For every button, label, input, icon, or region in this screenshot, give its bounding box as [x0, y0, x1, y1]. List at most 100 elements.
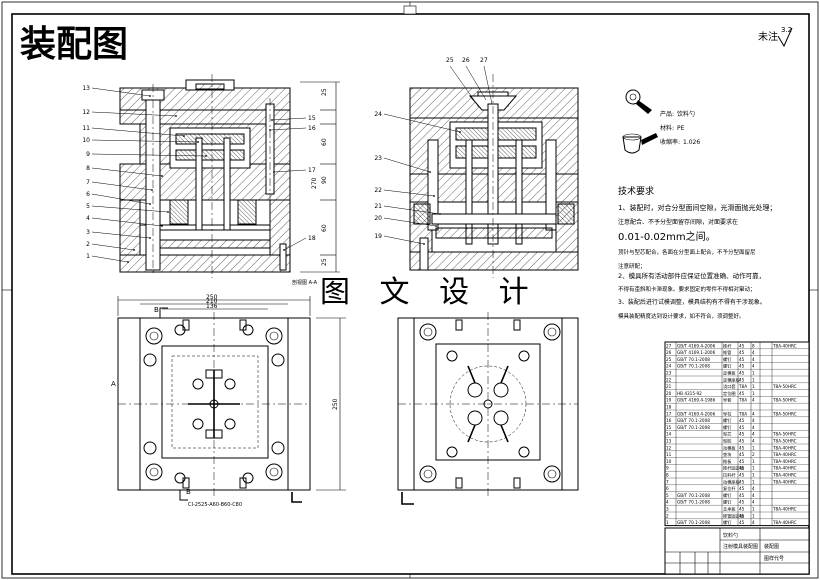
section-marker-a-left: A [111, 380, 116, 388]
bom-cell: 1 [752, 377, 755, 382]
bom-cell: 16 [666, 418, 672, 423]
roughness-note: 未注 3.2 [758, 26, 793, 48]
dim-width-1: 210 [206, 298, 218, 305]
bom-cell: 18 [666, 405, 672, 410]
bom-cell: 45 [739, 486, 745, 491]
tech-req-line-1: 注意配合、不予分型面留存间隙，对面要求在 [618, 218, 738, 226]
callout-left-3-label: 3 [86, 229, 90, 236]
callout-lr-16: 16 [269, 125, 316, 132]
bom-cell: 螺钉 [723, 492, 732, 499]
title-block: 饮料勺 注射模具装配图 装配图 图样代号 [664, 527, 810, 575]
callout-rl-22: 22 [374, 187, 435, 197]
callout-left-3: 3 [86, 229, 151, 239]
bom-cell: 45 [739, 418, 745, 423]
callout-rt-26-label: 26 [462, 57, 470, 64]
bom-cell: 1 [666, 520, 669, 525]
bottom-right-plan-view [397, 312, 579, 505]
bom-cell: 4 [666, 500, 669, 505]
bom-cell: 45 [739, 500, 745, 505]
bom-cell: T8A [738, 384, 747, 389]
watermark-text: 图 文 设 计 [320, 275, 539, 310]
bom-cell: 45 [739, 425, 745, 430]
callout-left-12-label: 12 [82, 109, 90, 116]
bom-cell: 4 [752, 439, 755, 444]
dim-seg-6: 25 [321, 258, 328, 266]
product-label-1: 材料: [660, 124, 674, 132]
callout-rl-19: 19 [374, 233, 425, 245]
bom-cell: T8A-40HRC [772, 466, 797, 471]
bom-cell: 4 [752, 398, 755, 403]
bom-cell: 4 [752, 357, 755, 362]
bom-cell: GB/T 70.1-2008 [677, 520, 710, 525]
bom-cell: 4 [752, 520, 755, 525]
tech-req-line-4: 注意研配； [618, 262, 646, 270]
bom-row: 1 GB/T 70.1-2008 螺钉 45 4 T8A-40HRC [665, 518, 809, 526]
callout-left-12: 12 [82, 109, 177, 117]
dim-seg-1: 25 [321, 88, 328, 96]
product-value-0: 饮料勺 [677, 110, 695, 118]
bom-cell: 推管固定板 [723, 512, 745, 519]
bom-cell: 14 [666, 432, 672, 437]
bom-cell: 定模板 [723, 370, 736, 377]
callout-left-6-label: 6 [86, 191, 90, 198]
bom-cell: 动模座板 [723, 478, 741, 485]
bom-cell: 25 [666, 357, 672, 362]
bom-cell: T8A-40HRC [772, 520, 797, 525]
callout-rt-25: 25 [446, 57, 475, 101]
bom-cell: 4 [752, 350, 755, 355]
bom-cell: 4 [752, 432, 755, 437]
bom-cell: 螺钉 [723, 417, 732, 424]
bom-cell: 型芯 [723, 431, 731, 437]
bom-cell: 11 [666, 452, 672, 457]
callout-rt-25-label: 25 [446, 57, 454, 64]
product-info: 产品: 饮料勺 材料: PE 收缩率: 1.026 [660, 110, 700, 146]
bom-cell: 45 [739, 473, 745, 478]
bom-cell: 8 [752, 343, 755, 348]
bom-cell: 22 [666, 377, 672, 382]
spring-left-icon [169, 199, 189, 225]
bom-cell: 45 [739, 479, 745, 484]
cavity-layout-right-icon [467, 365, 509, 443]
callout-rt-27-label: 27 [480, 57, 488, 64]
callout-left-11: 11 [82, 125, 185, 137]
tech-req-line-3: 顶针与型芯配合，各面在分型面上配合，不予分型面留尼 [618, 248, 756, 256]
bom-cell: GB/T 70.1-2008 [677, 364, 710, 369]
bom-cell: 7 [666, 479, 669, 484]
bom-cell: 45 [739, 493, 745, 498]
bom-cell: 1 [752, 466, 755, 471]
bom-cell: 6 [666, 486, 669, 491]
callout-rl-24: 24 [374, 111, 461, 133]
product-value-1: PE [677, 125, 685, 132]
callout-lr-15: 15 [271, 115, 316, 122]
callout-lr-16-label: 16 [308, 125, 316, 132]
callout-left-9-label: 9 [86, 151, 90, 158]
bom-cell: T8A-40HRC [772, 473, 797, 478]
spec-code: CI-2525-A60-B60-C80 [188, 502, 242, 508]
callout-left-1: 1 [86, 253, 129, 263]
bom-cell: 45 [739, 445, 745, 450]
section-marker-b-bottom: B [186, 488, 191, 496]
bom-cell: 2 [752, 452, 755, 457]
bolt-heads-right [419, 323, 561, 483]
bom-cell: 1 [752, 445, 755, 450]
spring-right-view-left-icon [413, 203, 431, 225]
bom-cell: 45 [739, 452, 745, 457]
bom-cell: 19 [666, 398, 672, 403]
bom-cell: 螺钉 [723, 499, 732, 506]
callout-rl-20: 20 [374, 215, 437, 227]
dim-seg-4: 90 [321, 176, 328, 184]
bom-cell: 45 [739, 377, 745, 382]
bom-cell: GB/T 70.1-2008 [677, 418, 710, 423]
bom-cell: 45 [739, 520, 745, 525]
bom-cell: 垫块 [723, 451, 732, 458]
callout-left-7: 7 [86, 179, 153, 191]
bom-cell: 螺钉 [723, 519, 732, 526]
drawing-title: 装配图 [20, 24, 128, 65]
callout-rl-21: 21 [374, 203, 441, 215]
